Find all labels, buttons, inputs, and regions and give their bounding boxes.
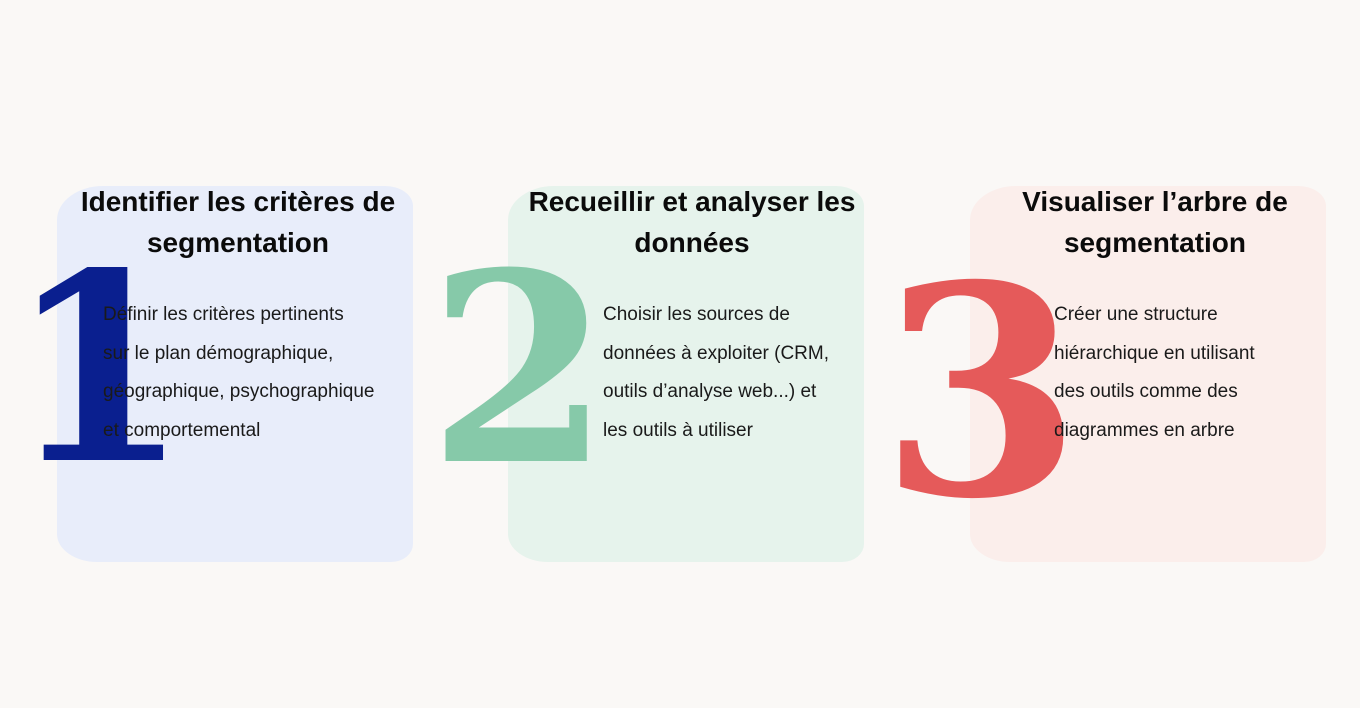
step-1-background — [57, 186, 413, 562]
step-2-description: Choisir les sources de données à exploit… — [603, 304, 829, 441]
step-3-description: Créer une structure hiérarchique en util… — [1054, 304, 1255, 441]
step-1-description: Définir les critères pertinents sur le p… — [103, 304, 375, 441]
step-2-background — [508, 186, 864, 562]
step-2-title: Recueillir et analyser les données — [528, 186, 856, 258]
step-3-number: 3 — [880, 223, 1082, 563]
step-1-number: 1 — [8, 217, 189, 522]
step-3-background — [970, 186, 1326, 562]
step-1-title: Identifier les critères de segmentation — [80, 186, 396, 258]
step-2-number: 2 — [428, 215, 611, 523]
step-3-title: Visualiser l’arbre de segmentation — [1022, 186, 1288, 258]
